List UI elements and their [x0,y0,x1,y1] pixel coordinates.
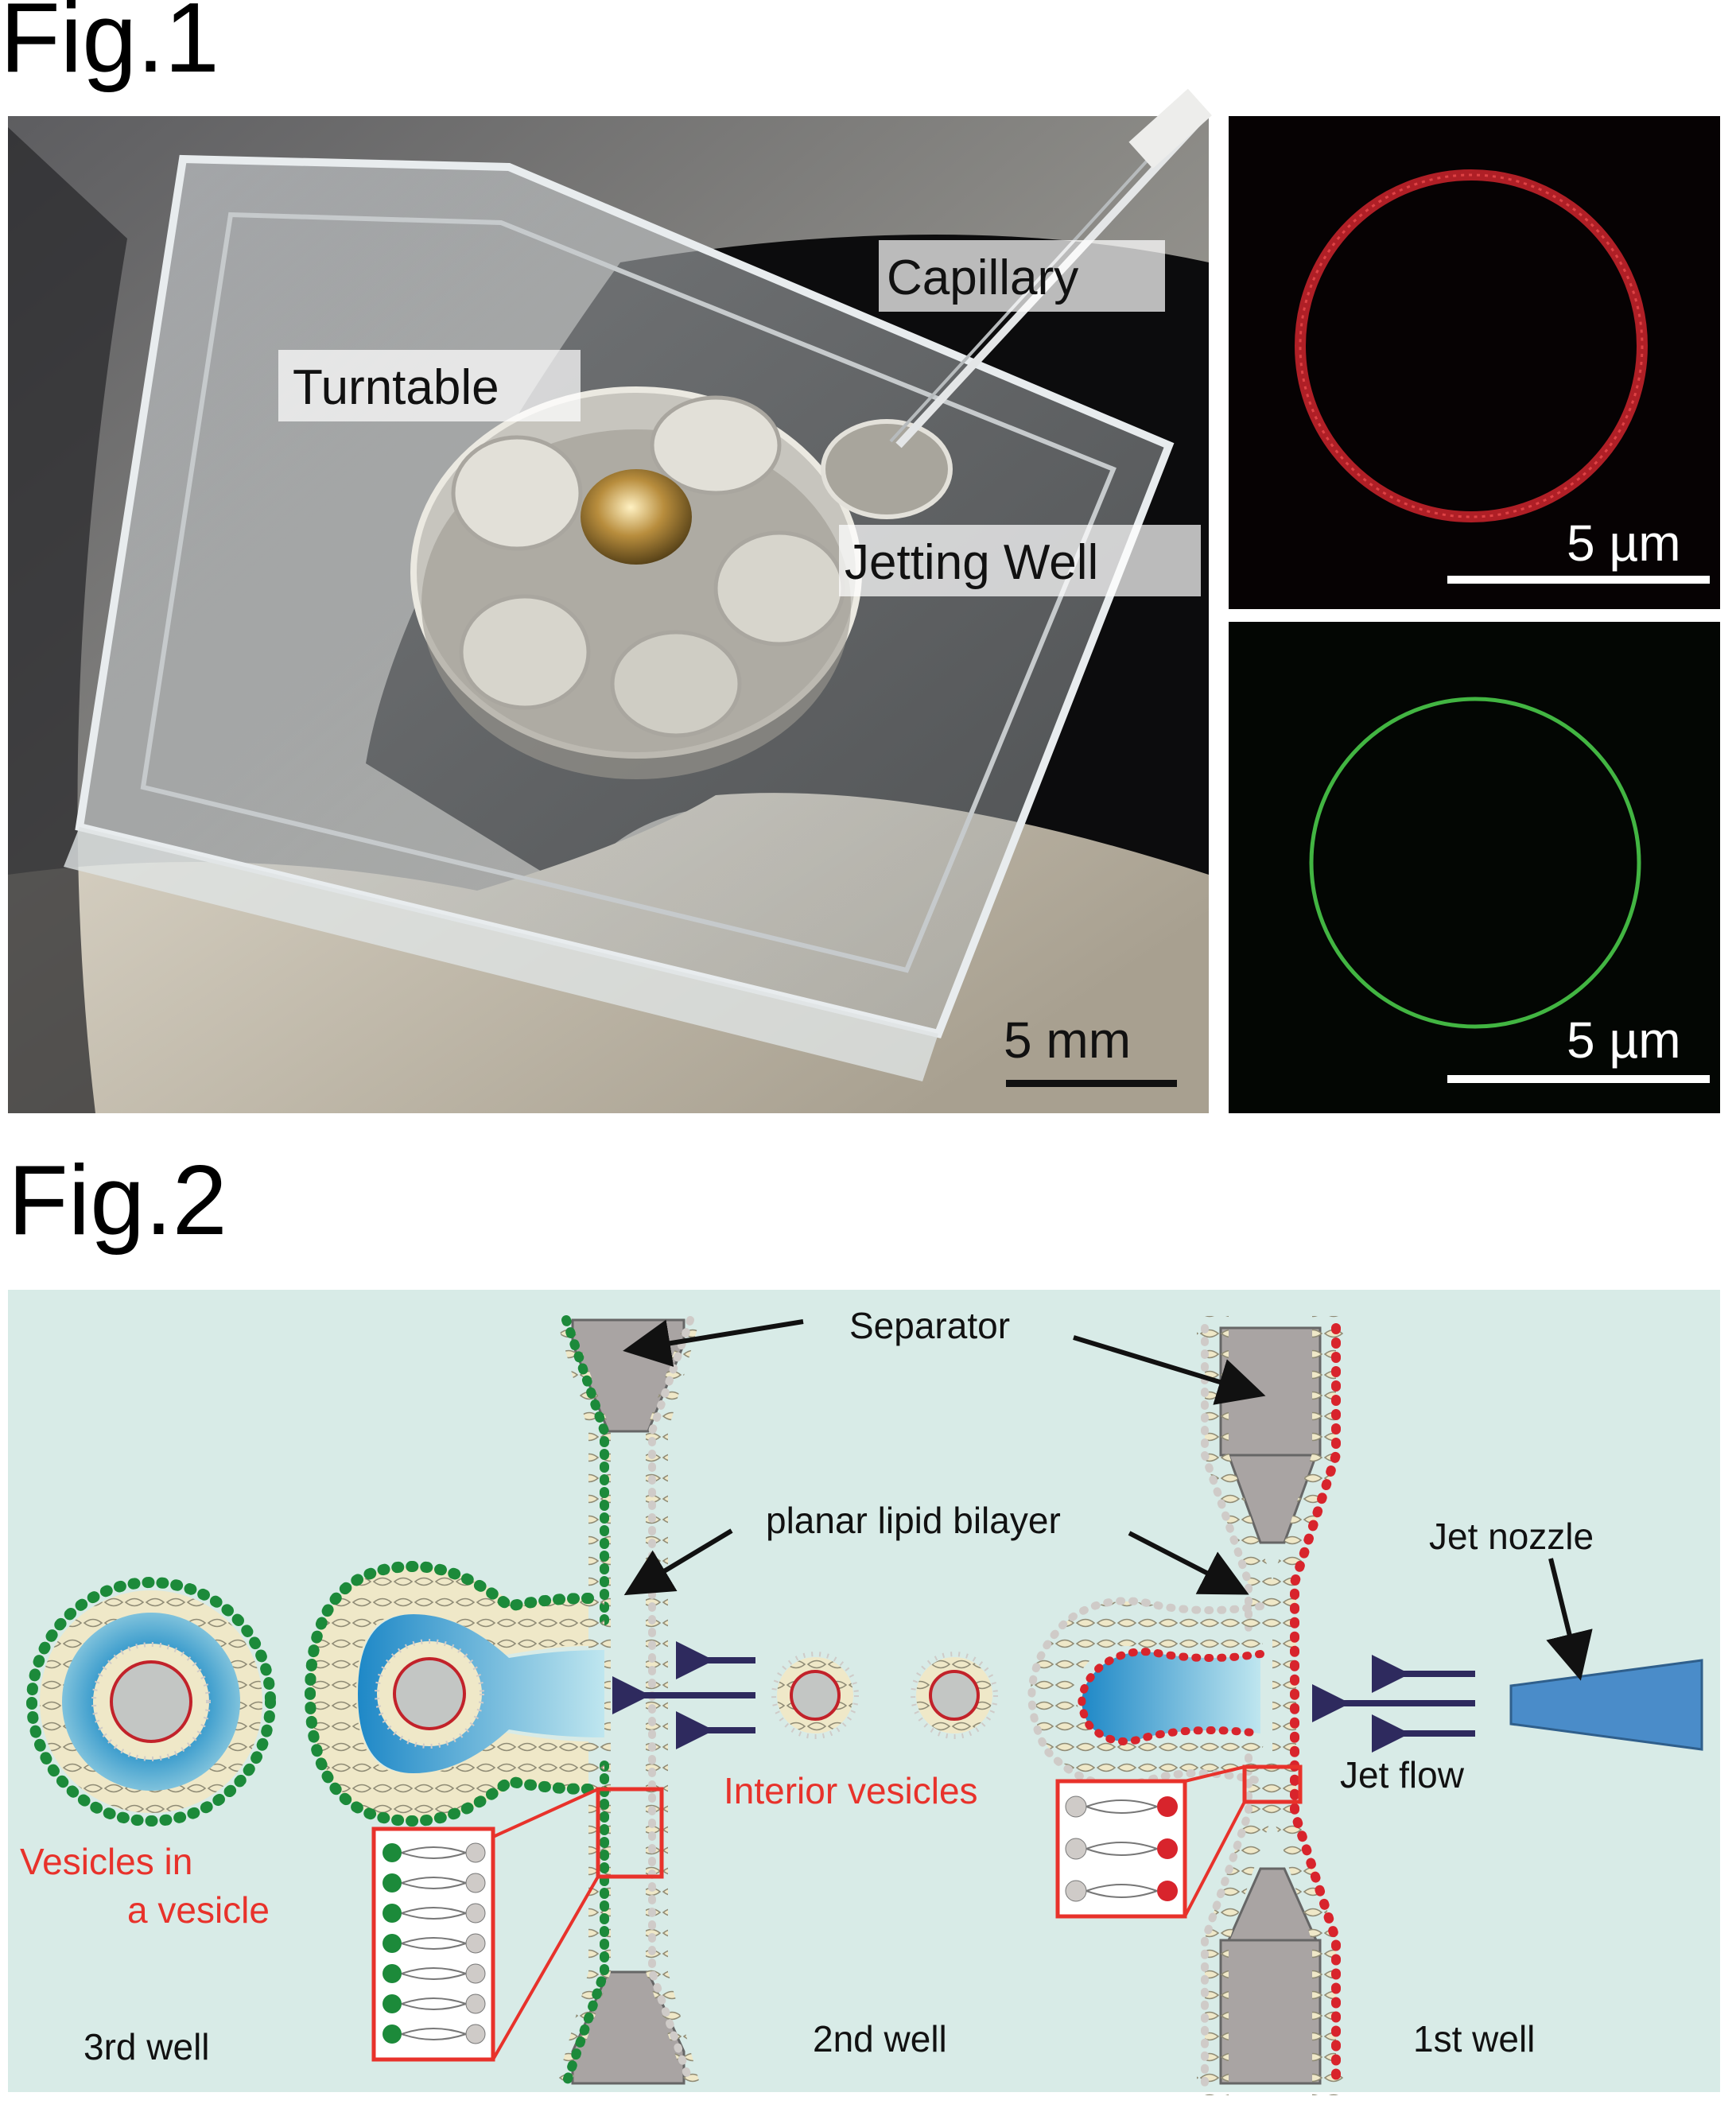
well-2-label: 2nd well [813,2018,947,2059]
budding-vesicle-right [1027,1597,1266,1789]
zoom-box-left [371,1787,664,2062]
jetting-well-label: Jetting Well [845,535,1098,590]
capillary-label: Capillary [887,250,1078,305]
interior-vesicle-2 [911,1652,998,1739]
planar-bilayer-label: planar lipid bilayer [766,1500,1061,1541]
red-vesicle-micrograph: 5 µm [1229,116,1720,609]
jetting-diagram: Separator planar lipid bilayer Jet nozzl… [8,1290,1720,2095]
vesicles-in-vesicle-label-line2: a vesicle [127,1889,270,1931]
scale-bar-green-label: 5 µm [1567,1011,1681,1069]
green-vesicle-micrograph: 5 µm [1229,622,1720,1113]
vesicles-in-vesicle-label-line1: Vesicles in [20,1841,192,1882]
jet-nozzle [1509,1659,1703,1751]
transfer-arrows [612,1641,755,1749]
scale-bar-photo [1006,1080,1177,1087]
fig1-title: Fig.1 [0,0,219,93]
budding-vesicle-left [304,1560,605,1827]
diagram-background [8,1290,1720,2092]
turntable-label: Turntable [293,360,499,415]
device-photo: Capillary Turntable Jetting Well 5 mm [8,88,1212,1113]
separator-label: Separator [849,1305,1010,1346]
fig2-title: Fig.2 [8,1146,227,1256]
interior-vesicle-1 [771,1652,859,1739]
planar-bilayer-left [557,1315,700,2088]
interior-vesicles-label: Interior vesicles [724,1770,978,1811]
pointer-arrows [623,1319,1593,1681]
vesicle-in-vesicle [26,1577,276,1827]
jetting-well [821,419,953,519]
scale-bar-red [1447,576,1710,584]
jet-nozzle-label: Jet nozzle [1429,1516,1594,1557]
zoomed-lipid-rows-left [383,1842,486,2044]
jet-flow-label: Jet flow [1340,1754,1465,1795]
green-vesicle-ring [1309,697,1641,1029]
planar-bilayer-right [1197,1316,1344,2095]
scale-bar-photo-label: 5 mm [1004,1011,1131,1069]
turntable [410,386,862,779]
well-1-label: 1st well [1413,2018,1535,2059]
zoomed-lipid-rows-right [1065,1795,1178,1902]
zoom-box-right [1055,1764,1303,1919]
scale-bar-green [1447,1075,1710,1083]
scale-bar-red-label: 5 µm [1567,514,1681,572]
jet-flow-arrows [1312,1655,1475,1753]
well-3-label: 3rd well [83,2026,210,2067]
